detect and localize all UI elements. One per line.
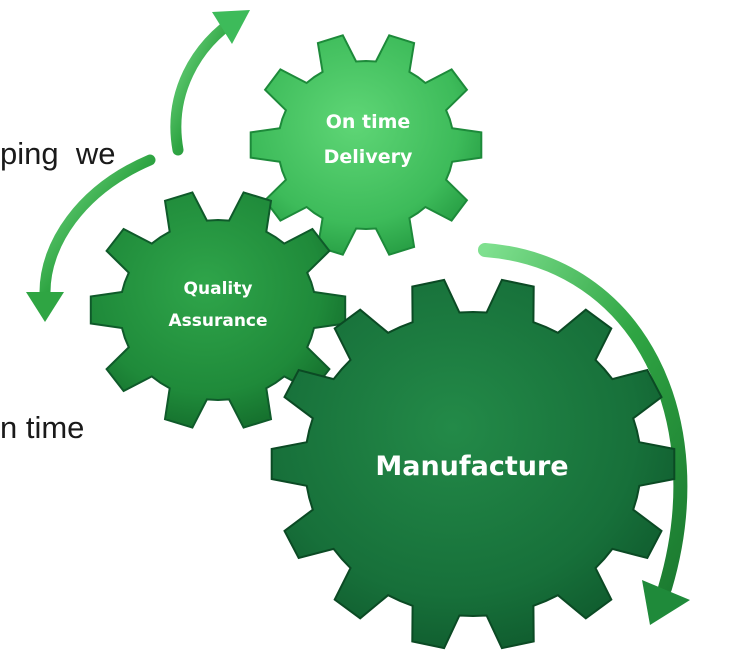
- gear-label-delivery-line1: On time: [326, 111, 411, 133]
- gear-label-quality-line1: Quality: [184, 279, 253, 299]
- gear-manufacture: Manufacture: [270, 278, 676, 650]
- gear-label-quality-line2: Assurance: [168, 311, 267, 331]
- text-fragment-top: ping we: [0, 136, 116, 171]
- gear-label-delivery-line2: Delivery: [324, 146, 413, 168]
- gear-label-manufacture: Manufacture: [375, 451, 568, 482]
- arrow-right: [478, 243, 690, 625]
- gear-quality-assurance: Quality Assurance: [89, 191, 347, 429]
- text-fragment-bottom: n time: [0, 410, 85, 445]
- arrow-top-left: [170, 10, 250, 156]
- gear-on-time-delivery: On time Delivery: [249, 34, 483, 256]
- arrow-left: [26, 154, 156, 322]
